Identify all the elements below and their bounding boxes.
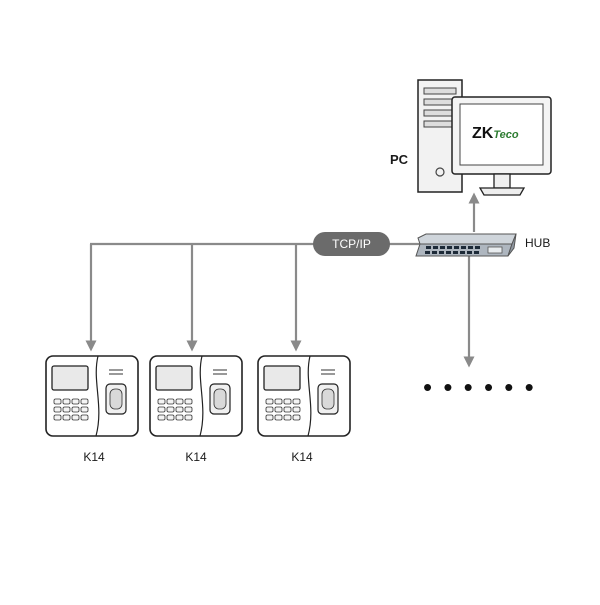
protocol-badge: TCP/IP	[313, 232, 390, 256]
brand-logo: ZKTeco	[472, 125, 519, 142]
connection-lines	[85, 192, 480, 368]
fingerprint-terminal-icon	[45, 355, 139, 437]
device-group	[45, 355, 351, 437]
more-devices-ellipsis: • • • • • •	[423, 372, 536, 402]
pc-monitor-icon: ZKTeco	[451, 96, 552, 196]
fingerprint-terminal-icon	[257, 355, 351, 437]
fingerprint-terminal-icon	[149, 355, 243, 437]
device-label-3: K14	[291, 450, 313, 464]
hub-label: HUB	[525, 236, 551, 250]
device-label-1: K14	[83, 450, 105, 464]
pc-label: PC	[390, 152, 409, 167]
hub-switch-icon	[415, 233, 517, 257]
device-label-2: K14	[185, 450, 207, 464]
